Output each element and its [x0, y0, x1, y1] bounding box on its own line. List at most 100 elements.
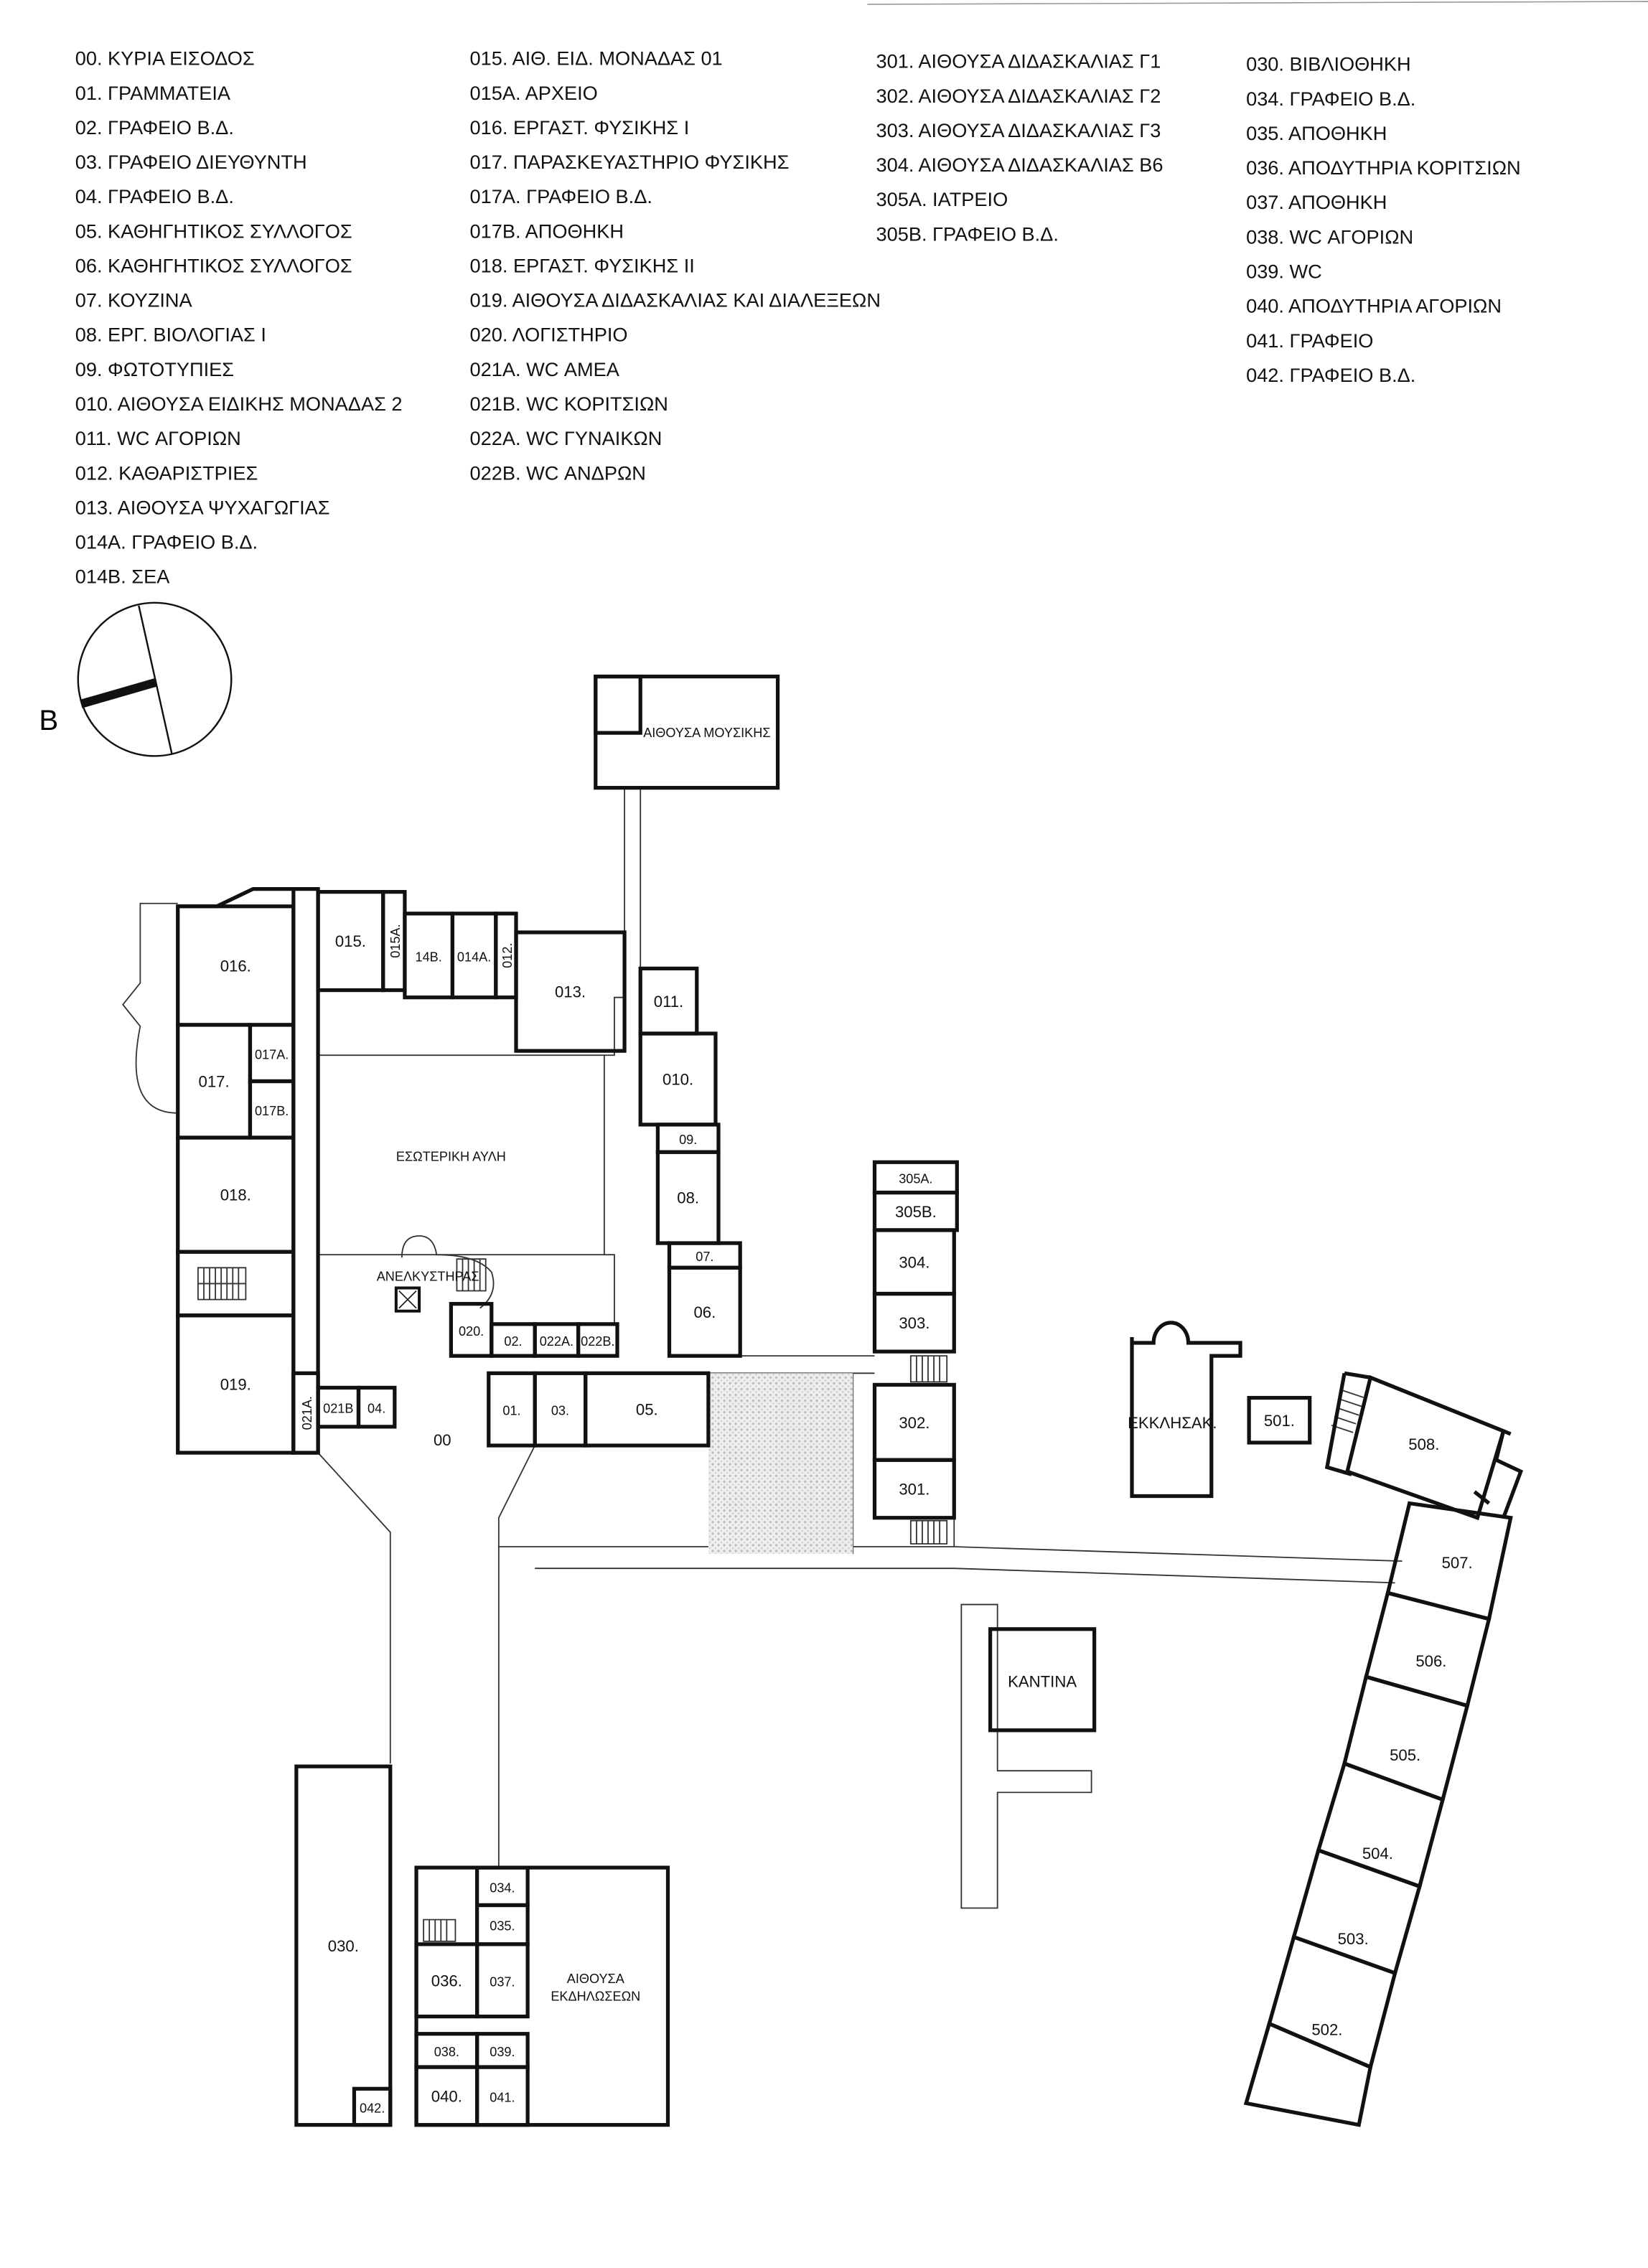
legend-item: 09. ΦΩΤΟΤΥΠΙΕΣ: [75, 358, 234, 380]
room-outline: [584, 1371, 711, 1448]
room-label: 01.: [502, 1404, 520, 1418]
label-events-hall-2: ΕΚΔΗΛΩΣΕΩΝ: [551, 1989, 640, 2003]
compass-circle: [77, 601, 233, 757]
legend-item: 015. ΑΙΘ. ΕΙΔ. ΜΟΝΑΔΑΣ 01: [470, 47, 723, 70]
legend-item: 08. ΕΡΓ. ΒΙΟΛΟΓΙΑΣ Ι: [75, 324, 266, 346]
legend-item: 034. ΓΡΑΦΕΙΟ Β.Δ.: [1246, 88, 1415, 110]
paved-yard: [708, 1373, 853, 1555]
legend-item: 012. ΚΑΘΑΡΙΣΤΡΙΕΣ: [75, 461, 258, 484]
room-label: 304.: [899, 1253, 930, 1271]
legend-item: 019. ΑΙΘΟΥΣΑ ΔΙΔΑΣΚΑΛΙΑΣ ΚΑΙ ΔΙΑΛΕΞΕΩΝ: [470, 289, 881, 311]
room-label: 03.: [551, 1404, 569, 1418]
room-021b: 021Β: [316, 1385, 361, 1429]
room-035: 035.: [475, 1903, 530, 1946]
room-011: 011.: [638, 966, 699, 1036]
wall: [177, 887, 294, 909]
room-outline: [1342, 1674, 1470, 1802]
room-09: 09.: [655, 1123, 721, 1154]
label-events-hall: ΑΙΘΟΥΣΑ: [567, 1972, 625, 1986]
building-outline: [594, 674, 642, 735]
room-030: 030.: [294, 1764, 393, 2127]
room-label: 015Α.: [388, 924, 403, 957]
room-037: 037.: [475, 1942, 530, 2019]
legend-item: 030. ΒΙΒΛΙΟΘΗΚΗ: [1246, 53, 1411, 75]
chapel-outline: [1130, 1321, 1242, 1499]
room-018: 018.: [176, 1135, 296, 1254]
room-303: 303.: [872, 1291, 956, 1354]
room-507: 507.: [1385, 1501, 1513, 1621]
room-502: 502.: [1267, 1934, 1397, 2070]
room-label: 301.: [899, 1480, 930, 1498]
site-outlines: [122, 787, 1403, 1909]
room-503: 503.: [1291, 1847, 1422, 1976]
room-038: 038.: [414, 2032, 479, 2069]
room-label: 08.: [677, 1189, 699, 1207]
room-label: 02.: [504, 1334, 522, 1349]
room-label: 037.: [490, 1974, 515, 1989]
room-305b: 305Β.: [872, 1190, 959, 1232]
legend-item: 038. WC ΑΓΟΡΙΩΝ: [1246, 225, 1413, 248]
legend-item: 011. WC ΑΓΟΡΙΩΝ: [75, 427, 241, 449]
legend-item: 302. ΑΙΘΟΥΣΑ ΔΙΔΑΣΚΑΛΙΑΣ Γ2: [876, 85, 1161, 107]
legend-item: 037. ΑΠΟΘΗΚΗ: [1246, 191, 1387, 213]
room-label: 030.: [328, 1937, 359, 1955]
legend-item: 05. ΚΑΘΗΓΗΤΙΚΟΣ ΣΥΛΛΟΓΟΣ: [75, 220, 352, 242]
room-label: 505.: [1390, 1746, 1420, 1764]
room-022b: 022Β.: [576, 1322, 619, 1358]
legend-item: 00. ΚΥΡΙΑ ΕΙΣΟΔΟΣ: [75, 47, 255, 70]
room-label: 017Β.: [255, 1104, 289, 1118]
room-label: 017Α.: [255, 1047, 289, 1062]
room-label: 503.: [1338, 1930, 1369, 1948]
label-entrance: 00: [434, 1431, 451, 1449]
room-label: 018.: [220, 1186, 251, 1204]
room-019: 019.: [176, 1313, 296, 1455]
legend-item: 022Β. WC ΑΝΔΡΩΝ: [470, 461, 646, 484]
room-label: 011.: [654, 993, 683, 1011]
room-label: 036.: [431, 1972, 462, 1990]
room-label: 06.: [693, 1303, 716, 1321]
room-14b: 14Β.: [403, 912, 455, 1000]
legend-item: 304. ΑΙΘΟΥΣΑ ΔΙΔΑΣΚΑΛΙΑΣ Β6: [876, 154, 1164, 176]
room-label: 010.: [663, 1071, 693, 1089]
room-013: 013.: [514, 930, 627, 1053]
room-outline: [667, 1265, 742, 1358]
room-outline: [872, 1458, 956, 1520]
room-label: 039.: [490, 2045, 515, 2059]
room-label: 022Α.: [540, 1334, 573, 1349]
legend-item: 04. ΓΡΑΦΕΙΟ Β.Δ.: [75, 185, 234, 207]
room-label: 019.: [220, 1375, 251, 1393]
legend-item: 01. ΓΡΑΜΜΑΤΕΙΑ: [75, 82, 231, 104]
room-label: 305Β.: [895, 1203, 937, 1221]
room-outline: [576, 1322, 619, 1358]
room-label: 020.: [459, 1324, 484, 1339]
elevator-icon: [394, 1286, 421, 1313]
legend-item: 015Α. ΑΡΧΕΙΟ: [470, 82, 598, 104]
room-017a: 017Α.: [248, 1023, 296, 1084]
label-canteen: ΚΑΝΤΙΝΑ: [1008, 1672, 1077, 1690]
room-label: 303.: [899, 1314, 930, 1332]
room-017b: 017Β.: [248, 1079, 296, 1140]
room-outline: [294, 1764, 393, 2127]
room-outline: [356, 1385, 397, 1429]
legend-item: 03. ΓΡΑΦΕΙΟ ΔΙΕΥΘΥΝΤΗ: [75, 151, 307, 173]
room-036: 036.: [414, 1942, 479, 2019]
room-501: 501.: [1247, 1395, 1312, 1445]
legend-item: 016. ΕΡΓΑΣΤ. ΦΥΣΙΚΗΣ Ι: [470, 116, 690, 139]
label-elevator: ΑΝΕΛΚΥΣΤΗΡΑΣ: [377, 1269, 479, 1283]
legend-item: 018. ΕΡΓΑΣΤ. ΦΥΣΙΚΗΣ ΙΙ: [470, 254, 695, 276]
legend-item: 07. ΚΟΥΖΙΝΑ: [75, 289, 193, 311]
legend-item: 017Β. ΑΠΟΘΗΚΗ: [470, 220, 624, 242]
room-504: 504.: [1316, 1761, 1446, 1889]
room-label: 09.: [679, 1133, 697, 1147]
room-outline: [1243, 2021, 1373, 2127]
legend-item: 040. ΑΠΟΔΥΤΗΡΙΑ ΑΓΟΡΙΩΝ: [1246, 295, 1502, 317]
room-outline: [475, 2065, 530, 2127]
room-05: 05.: [584, 1371, 711, 1448]
legend-item: 035. ΑΠΟΘΗΚΗ: [1246, 122, 1387, 144]
legend-item: 301. ΑΙΘΟΥΣΑ ΔΙΔΑΣΚΑΛΙΑΣ Γ1: [876, 50, 1161, 72]
legend-item: 022Α. WC ΓΥΝΑΙΚΩΝ: [470, 427, 663, 449]
building-outline: [291, 887, 320, 1455]
room-label: 07.: [696, 1250, 713, 1264]
room-outline: [872, 1291, 956, 1354]
north-arrow-icon: [80, 678, 158, 708]
